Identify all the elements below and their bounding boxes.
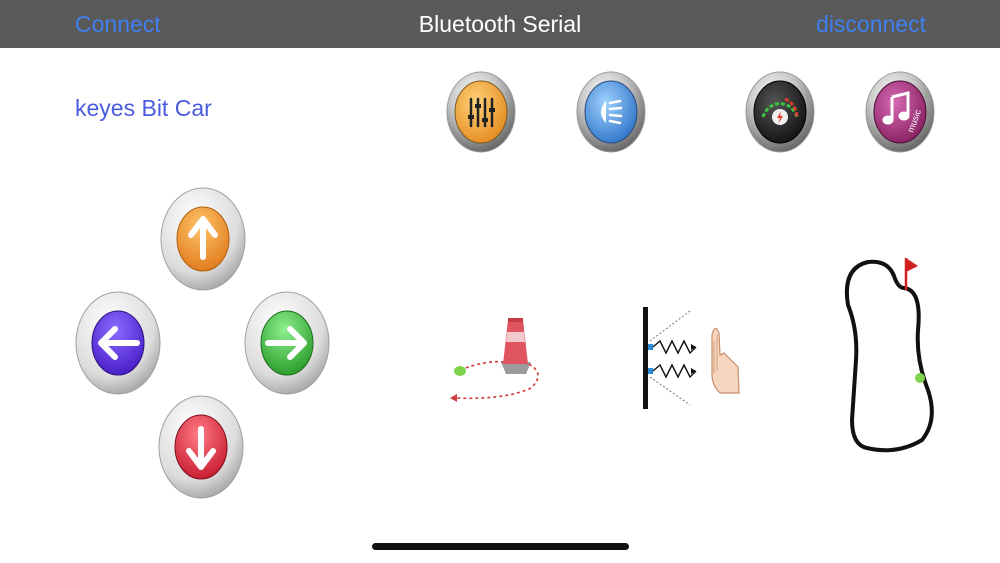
connect-button[interactable]: Connect (75, 11, 161, 37)
headlight-icon (576, 71, 646, 153)
arrow-left-icon (75, 291, 161, 395)
music-button[interactable]: music (865, 71, 935, 153)
backward-button[interactable] (158, 395, 244, 499)
arrow-right-icon (244, 291, 330, 395)
equalizer-button[interactable] (446, 71, 516, 153)
right-button[interactable] (244, 291, 330, 395)
follow-mode-button[interactable] (640, 305, 744, 411)
obstacle-avoidance-button[interactable] (446, 312, 546, 407)
arrow-down-icon (158, 395, 244, 499)
line-tracking-icon (845, 258, 934, 453)
speedometer-button[interactable] (745, 71, 815, 153)
device-name-label: keyes Bit Car (75, 95, 212, 121)
navigation-bar: Bluetooth Serial Connect disconnect (0, 0, 1000, 48)
page-title: Bluetooth Serial (418, 11, 582, 37)
disconnect-button[interactable]: disconnect (816, 11, 926, 37)
headlight-button[interactable] (576, 71, 646, 153)
speedometer-icon (745, 71, 815, 153)
equalizer-icon (446, 71, 516, 153)
line-tracking-button[interactable] (842, 250, 942, 460)
left-button[interactable] (75, 291, 161, 395)
home-indicator[interactable] (372, 543, 629, 550)
arrow-up-icon (160, 187, 246, 291)
follow-hand-icon (643, 307, 740, 409)
forward-button[interactable] (160, 187, 246, 291)
music-icon: music (865, 71, 935, 153)
obstacle-avoidance-icon (450, 318, 539, 402)
